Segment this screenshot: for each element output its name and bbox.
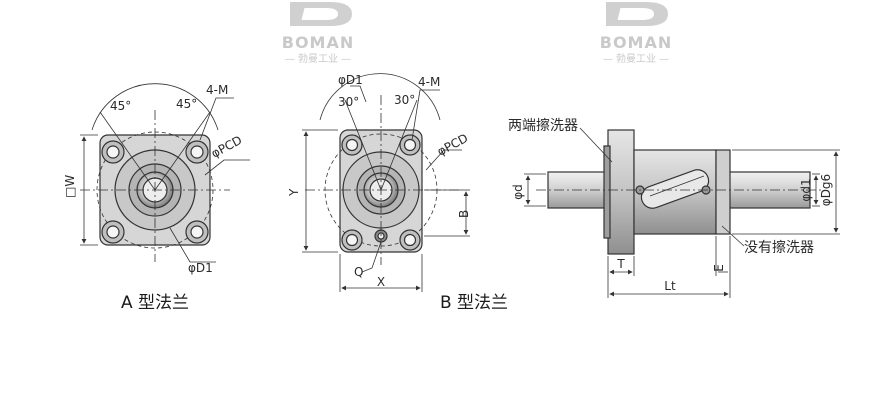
side-flange — [607, 129, 635, 255]
bolt-spec-label: 4-M — [206, 83, 228, 97]
b-label: B — [457, 210, 471, 218]
d1-label: φd1 — [799, 178, 813, 201]
bolt-holes — [101, 140, 209, 244]
flange-b-drawing — [302, 73, 470, 292]
nut-end — [715, 149, 731, 235]
watermark-brand: BOMAN — [600, 33, 673, 52]
no-washer-label: 没有擦洗器 — [744, 239, 814, 256]
dg6-label: φDg6 — [819, 174, 833, 206]
boman-logo-icon — [606, 2, 668, 26]
angle-left-label: 45° — [110, 99, 131, 113]
pcd-label: φPCD — [209, 133, 245, 161]
e-label: E — [712, 264, 726, 272]
flange-a-caption: A 型法兰 — [121, 293, 189, 313]
side-view-drawing — [524, 127, 840, 298]
watermark-left: BOMAN — 勃曼工业 — — [282, 2, 355, 65]
angle-right-label: 45° — [176, 97, 197, 111]
d-label: φd — [511, 184, 525, 200]
angle-arc — [91, 83, 219, 131]
washer-label: 两端擦洗器 — [508, 117, 578, 134]
d1-label: φD1 — [188, 261, 213, 275]
t-label: T — [616, 257, 625, 271]
angle-arc — [319, 73, 441, 121]
side-view-labels: 两端擦洗器 没有擦洗器 φd φd1 φDg6 T E Lt — [508, 117, 833, 293]
angle-right-label: 30° — [394, 93, 415, 107]
watermark-tagline: — 勃曼工业 — — [285, 52, 351, 65]
d1-label: φD1 — [338, 73, 363, 87]
watermark-right: BOMAN — 勃曼工业 — — [600, 2, 673, 65]
lt-label: Lt — [664, 279, 676, 293]
pcd-label: φPCD — [435, 131, 471, 159]
y-label: Y — [287, 188, 301, 197]
bolt-holes — [341, 134, 421, 251]
watermark-tagline: — 勃曼工业 — — [603, 52, 669, 65]
return-tube — [640, 169, 710, 209]
watermark-brand: BOMAN — [282, 33, 355, 52]
bolt-spec-label: 4-M — [418, 75, 440, 89]
boman-logo-icon — [290, 2, 352, 26]
x-label: X — [377, 275, 385, 289]
flange-a-drawing — [80, 83, 250, 263]
flange-b-labels: φD1 30° 30° 4-M φPCD Y B Q X B 型法兰 — [287, 73, 508, 313]
q-label: Q — [354, 265, 363, 279]
width-label: □W — [63, 175, 77, 198]
flange-b-caption: B 型法兰 — [440, 293, 508, 313]
angle-left-label: 30° — [338, 95, 359, 109]
